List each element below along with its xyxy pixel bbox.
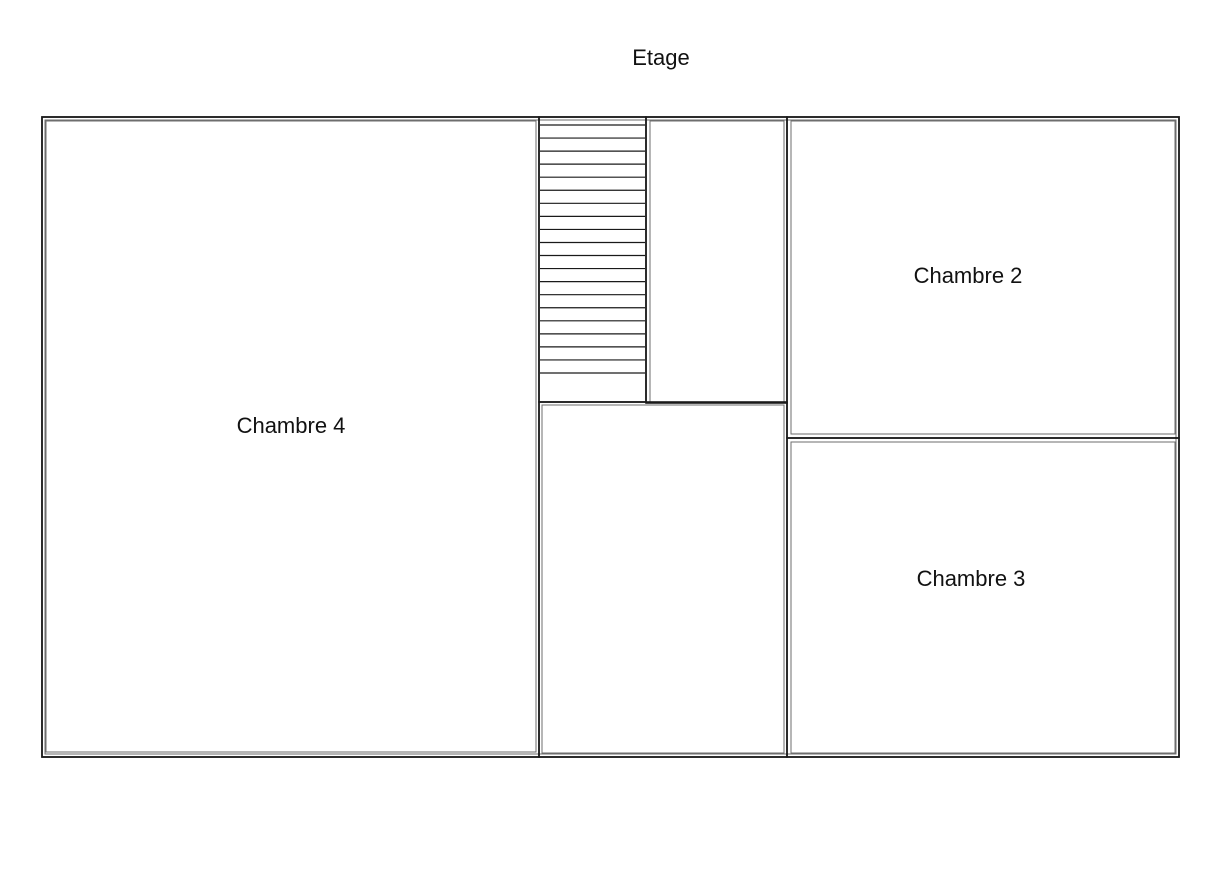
room-center-bottom xyxy=(538,401,788,758)
room-chambre-3: Chambre 3 xyxy=(786,437,1180,758)
room-label-chambre-4: Chambre 4 xyxy=(237,413,346,438)
outer-wall xyxy=(41,116,1180,758)
plan-title: Etage xyxy=(632,45,690,70)
staircase xyxy=(538,116,647,403)
room-chambre-2: Chambre 2 xyxy=(786,116,1180,439)
room-chambre-4: Chambre 4 xyxy=(41,116,540,758)
room-small-top xyxy=(645,116,788,404)
room-label-chambre-2: Chambre 2 xyxy=(914,263,1023,288)
room-label-chambre-3: Chambre 3 xyxy=(917,566,1026,591)
staircase-steps xyxy=(540,124,645,374)
